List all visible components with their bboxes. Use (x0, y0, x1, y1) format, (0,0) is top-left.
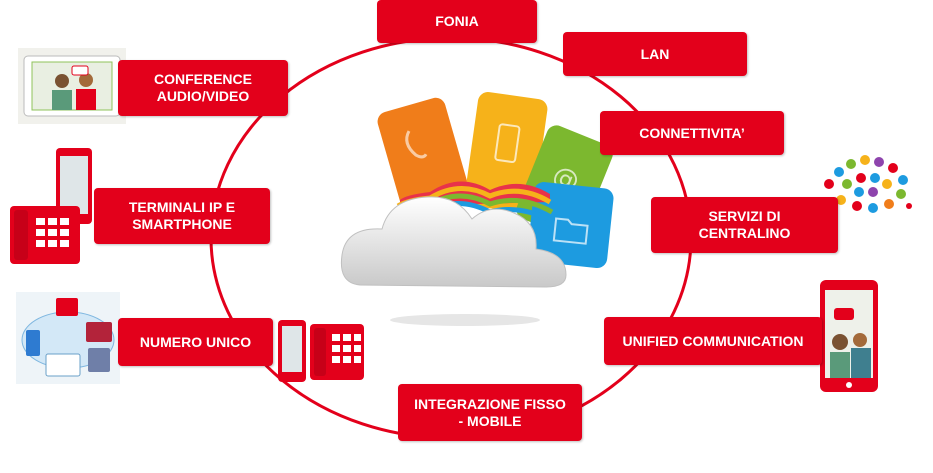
node-unified-communication: UNIFIED COMMUNICATION (604, 317, 822, 365)
video-conference-tablet-icon (18, 48, 126, 124)
ip-phone-smartphone-icon (10, 148, 92, 264)
node-numero-unico: NUMERO UNICO (118, 318, 273, 366)
smartphone-video-call-icon (820, 280, 878, 392)
cloud-devices-icon (16, 292, 120, 384)
node-fonia: FONIA (377, 0, 537, 43)
node-integrazione-fisso-mobile: INTEGRAZIONE FISSO - MOBILE (398, 384, 582, 441)
phone-and-mobile-icon (278, 320, 364, 382)
node-servizi-centralino: SERVIZI DI CENTRALINO (651, 197, 838, 253)
cloud-apps-icon: @ (340, 92, 614, 326)
app-cloud-icon (824, 155, 912, 215)
node-terminali-ip-smartphone: TERMINALI IP E SMARTPHONE (94, 188, 270, 244)
node-lan: LAN (563, 32, 747, 76)
node-connettivita: CONNETTIVITA’ (600, 111, 784, 155)
node-conference-audio-video: CONFERENCE AUDIO/VIDEO (118, 60, 288, 116)
